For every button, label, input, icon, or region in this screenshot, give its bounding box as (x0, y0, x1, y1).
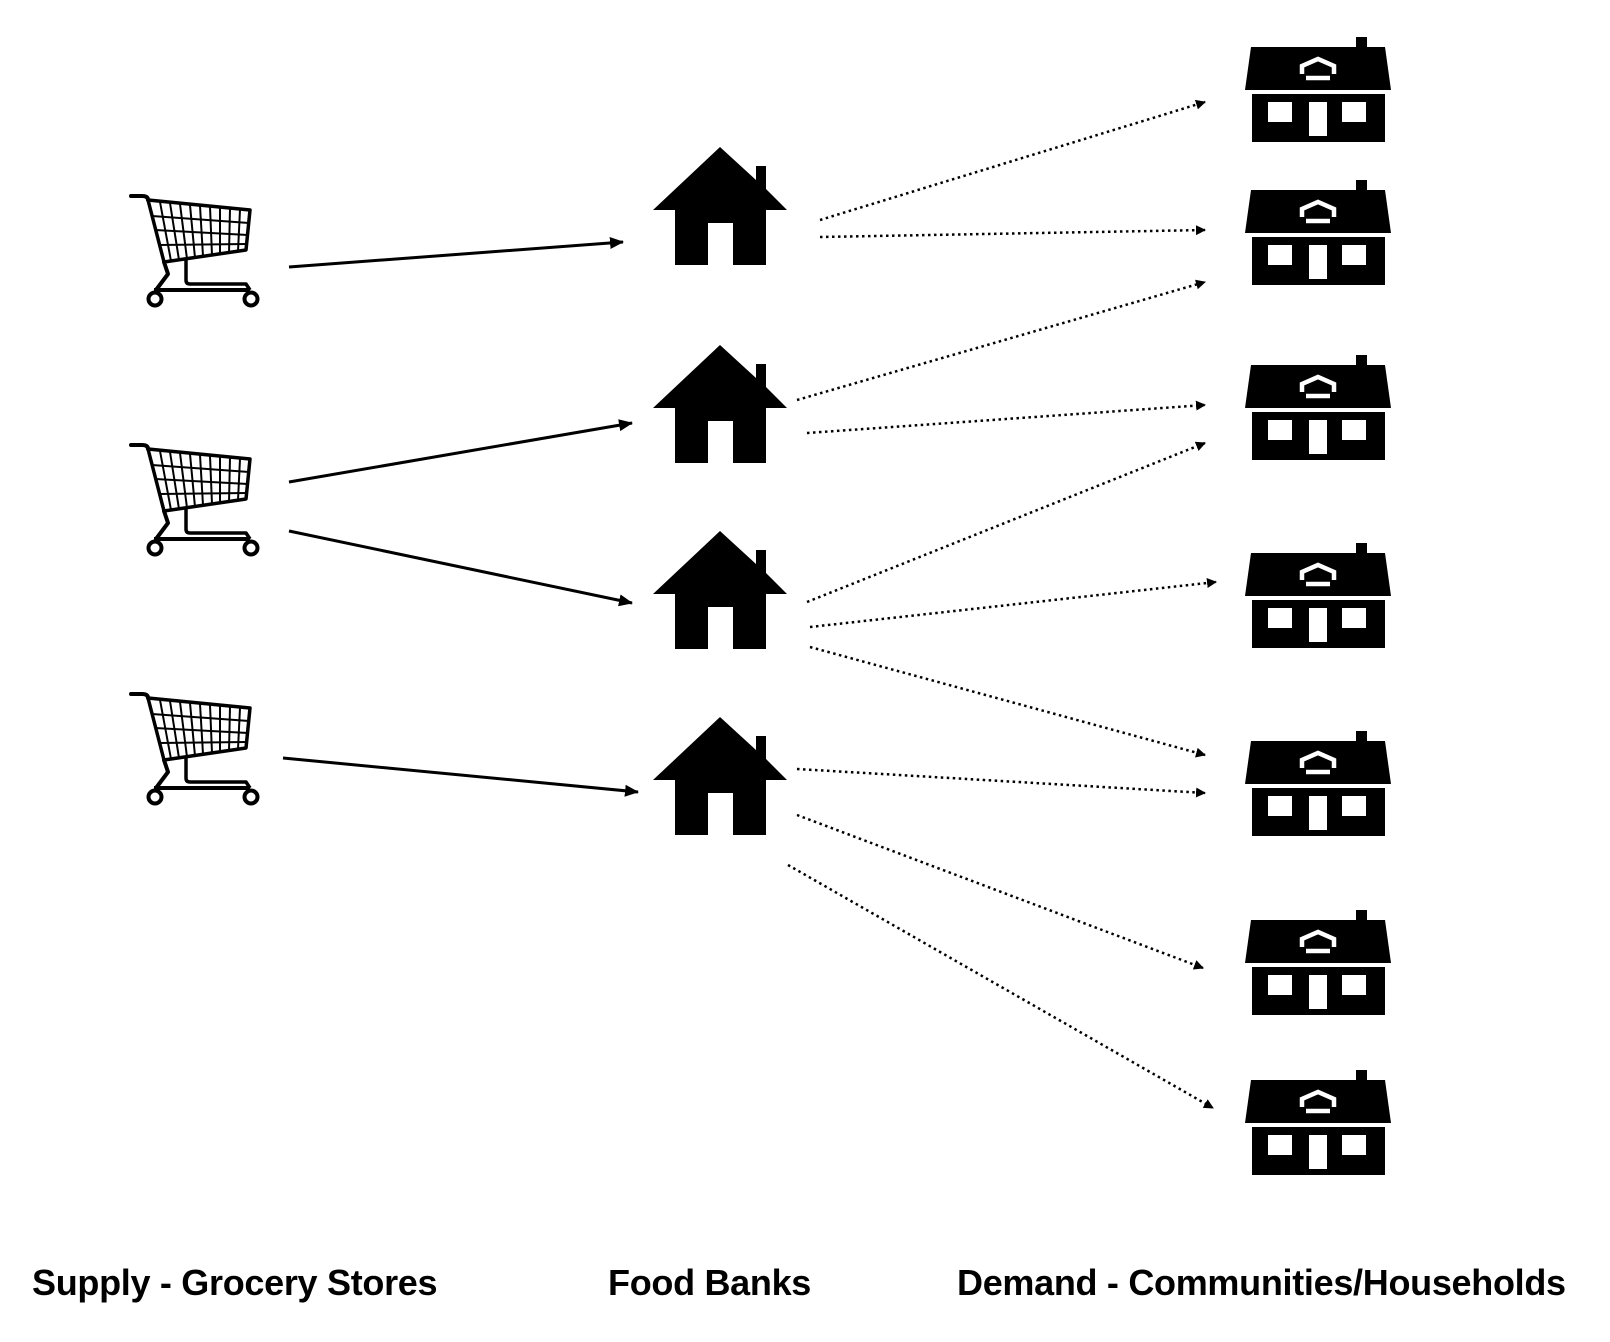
house-icon (653, 345, 787, 463)
household-building-icon (1245, 37, 1391, 142)
arrow-bank-3-to-household-3 (806, 441, 1206, 604)
arrow-store-1-to-bank-1 (288, 236, 624, 269)
household-building-icon (1245, 543, 1391, 648)
shopping-cart-icon (129, 194, 260, 308)
arrow-store-2-to-bank-3 (288, 529, 633, 607)
supply-column-label: Supply - Grocery Stores (32, 1262, 438, 1303)
household-building-icon (1245, 355, 1391, 460)
household-building-icon (1245, 180, 1391, 285)
arrow-store-3-to-bank-4 (282, 756, 639, 797)
arrow-store-2-to-bank-2 (288, 419, 633, 484)
demand-arrows (787, 99, 1217, 1110)
household-building-icon (1245, 731, 1391, 836)
supply-nodes (129, 194, 260, 806)
arrow-bank-3-to-household-4 (809, 578, 1217, 629)
house-icon (653, 531, 787, 649)
supply-arrows (282, 236, 639, 797)
arrow-bank-4-to-household-6 (796, 813, 1204, 970)
food-bank-nodes (653, 147, 787, 835)
shopping-cart-icon (129, 692, 260, 806)
house-icon (653, 147, 787, 265)
arrow-bank-1-to-household-1 (819, 99, 1206, 222)
arrow-bank-3-to-household-5 (809, 645, 1206, 758)
arrow-bank-4-to-household-5 (796, 767, 1206, 798)
arrow-bank-2-to-household-3 (806, 400, 1206, 435)
household-building-icon (1245, 910, 1391, 1015)
arrow-bank-1-to-household-2 (819, 225, 1206, 239)
arrow-bank-4-to-household-7 (787, 863, 1214, 1110)
food-banks-column-label: Food Banks (608, 1262, 812, 1303)
household-nodes (1245, 37, 1391, 1175)
household-building-icon (1245, 1070, 1391, 1175)
demand-column-label: Demand - Communities/Households (957, 1262, 1566, 1303)
arrow-bank-2-to-household-2 (796, 279, 1206, 402)
shopping-cart-icon (129, 443, 260, 557)
house-icon (653, 717, 787, 835)
